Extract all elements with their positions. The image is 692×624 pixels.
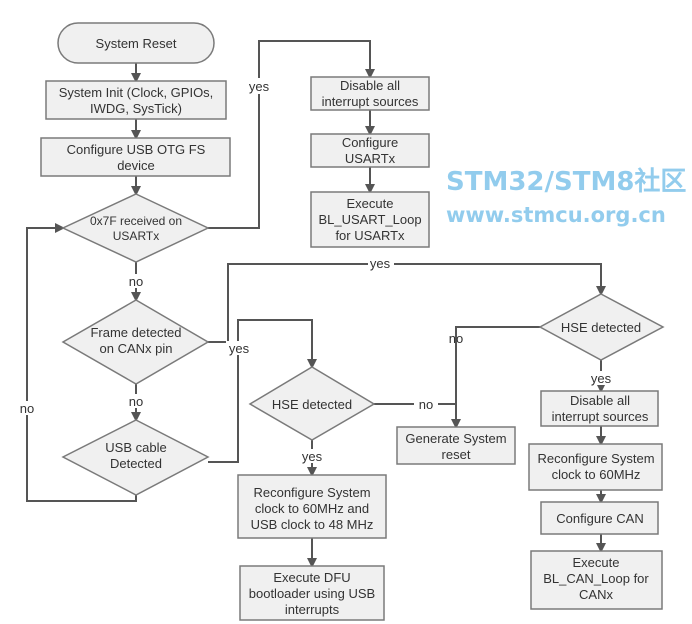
svg-text:BL_USART_Loop: BL_USART_Loop: [318, 212, 421, 227]
label-hseusb-yes: yes: [302, 449, 323, 464]
svg-text:CANx: CANx: [579, 587, 613, 602]
decision-hse-usb: HSE detected: [248, 366, 376, 441]
svg-text:clock to 60MHz: clock to 60MHz: [552, 467, 641, 482]
svg-text:Detected: Detected: [110, 456, 162, 471]
svg-text:Execute: Execute: [347, 196, 394, 211]
svg-text:Disable all: Disable all: [340, 78, 400, 93]
svg-text:device: device: [117, 158, 155, 173]
svg-text:HSE detected: HSE detected: [561, 320, 641, 335]
svg-text:IWDG, SysTick): IWDG, SysTick): [90, 101, 182, 116]
node-system-init: System Init (Clock, GPIOs, IWDG, SysTick…: [45, 80, 227, 120]
svg-text:for USARTx: for USARTx: [335, 228, 405, 243]
label-usb-no: no: [20, 401, 34, 416]
label-can-no: no: [129, 394, 143, 409]
svg-text:Execute DFU: Execute DFU: [273, 570, 350, 585]
node-system-reset: System Reset: [57, 22, 215, 64]
arrow-usb-no-loop: [26, 223, 137, 502]
node-usb-reconfigure-clock: Reconfigure System clock to 60MHz and US…: [237, 474, 387, 539]
label-hseusb-no: no: [419, 397, 433, 412]
svg-text:USARTx: USARTx: [345, 151, 396, 166]
svg-text:on CANx pin: on CANx pin: [100, 341, 173, 356]
decision-hse-can: HSE detected: [538, 293, 665, 361]
arrow-can-yes: [208, 263, 606, 343]
svg-text:HSE detected: HSE detected: [272, 397, 352, 412]
svg-text:USB clock to 48 MHz: USB clock to 48 MHz: [251, 517, 374, 532]
svg-text:Configure USB OTG FS: Configure USB OTG FS: [67, 142, 206, 157]
svg-text:Frame detected: Frame detected: [90, 325, 181, 340]
svg-text:bootloader using USB: bootloader using USB: [249, 586, 375, 601]
svg-text:Execute: Execute: [573, 555, 620, 570]
svg-text:0x7F received on: 0x7F received on: [90, 214, 182, 228]
svg-text:interrupt sources: interrupt sources: [322, 94, 419, 109]
decision-can-frame: Frame detected on CANx pin: [61, 299, 210, 385]
node-configure-usb: Configure USB OTG FS device: [40, 137, 231, 177]
label-can-yes: yes: [370, 256, 391, 271]
svg-text:interrupts: interrupts: [285, 602, 340, 617]
node-execute-dfu: Execute DFU bootloader using USB interru…: [239, 565, 385, 621]
node-configure-usart: Configure USARTx: [310, 133, 430, 168]
node-execute-can-loop: Execute BL_CAN_Loop for CANx: [530, 550, 663, 610]
decision-usb-cable: USB cable Detected: [61, 419, 210, 496]
label-usb-yes: yes: [229, 341, 250, 356]
decision-usart-received: 0x7F received on USARTx: [61, 193, 210, 263]
node-can-reconfigure-clock: Reconfigure System clock to 60MHz: [528, 443, 663, 491]
watermark: STM32/STM8社区 www.stmcu.org.cn: [446, 166, 686, 227]
svg-text:reset: reset: [442, 447, 471, 462]
svg-text:Generate System: Generate System: [405, 431, 506, 446]
connectors: [26, 40, 606, 568]
svg-text:USB cable: USB cable: [105, 440, 166, 455]
svg-text:Configure CAN: Configure CAN: [556, 511, 643, 526]
svg-text:System Reset: System Reset: [96, 36, 177, 51]
svg-text:www.stmcu.org.cn: www.stmcu.org.cn: [446, 203, 666, 227]
node-generate-reset: Generate System reset: [396, 426, 516, 465]
node-usart-disable-interrupts: Disable all interrupt sources: [310, 76, 430, 111]
node-execute-usart-loop: Execute BL_USART_Loop for USARTx: [310, 191, 430, 248]
label-usart-yes: yes: [249, 79, 270, 94]
label-usart-no: no: [129, 274, 143, 289]
svg-text:System Init (Clock, GPIOs,: System Init (Clock, GPIOs,: [59, 85, 214, 100]
node-can-disable-interrupts: Disable all interrupt sources: [540, 390, 659, 427]
svg-text:Reconfigure System: Reconfigure System: [253, 485, 370, 500]
svg-text:USARTx: USARTx: [113, 229, 159, 243]
svg-text:interrupt sources: interrupt sources: [552, 409, 649, 424]
svg-text:BL_CAN_Loop for: BL_CAN_Loop for: [543, 571, 649, 586]
arrow-usart-yes: [208, 40, 375, 229]
svg-text:STM32/STM8社区: STM32/STM8社区: [446, 166, 686, 197]
svg-text:clock to 60MHz and: clock to 60MHz and: [255, 501, 369, 516]
label-hsecan-no: no: [449, 331, 463, 346]
label-hsecan-yes: yes: [591, 371, 612, 386]
svg-text:Disable all: Disable all: [570, 393, 630, 408]
svg-text:Configure: Configure: [342, 135, 398, 150]
arrow-hsecan-no: [455, 326, 540, 404]
arrow-usb-yes: [208, 319, 317, 463]
node-configure-can: Configure CAN: [540, 501, 659, 535]
svg-text:Reconfigure System: Reconfigure System: [537, 451, 654, 466]
edge-labels: yes no yes yes no no yes no no yes: [15, 78, 614, 464]
